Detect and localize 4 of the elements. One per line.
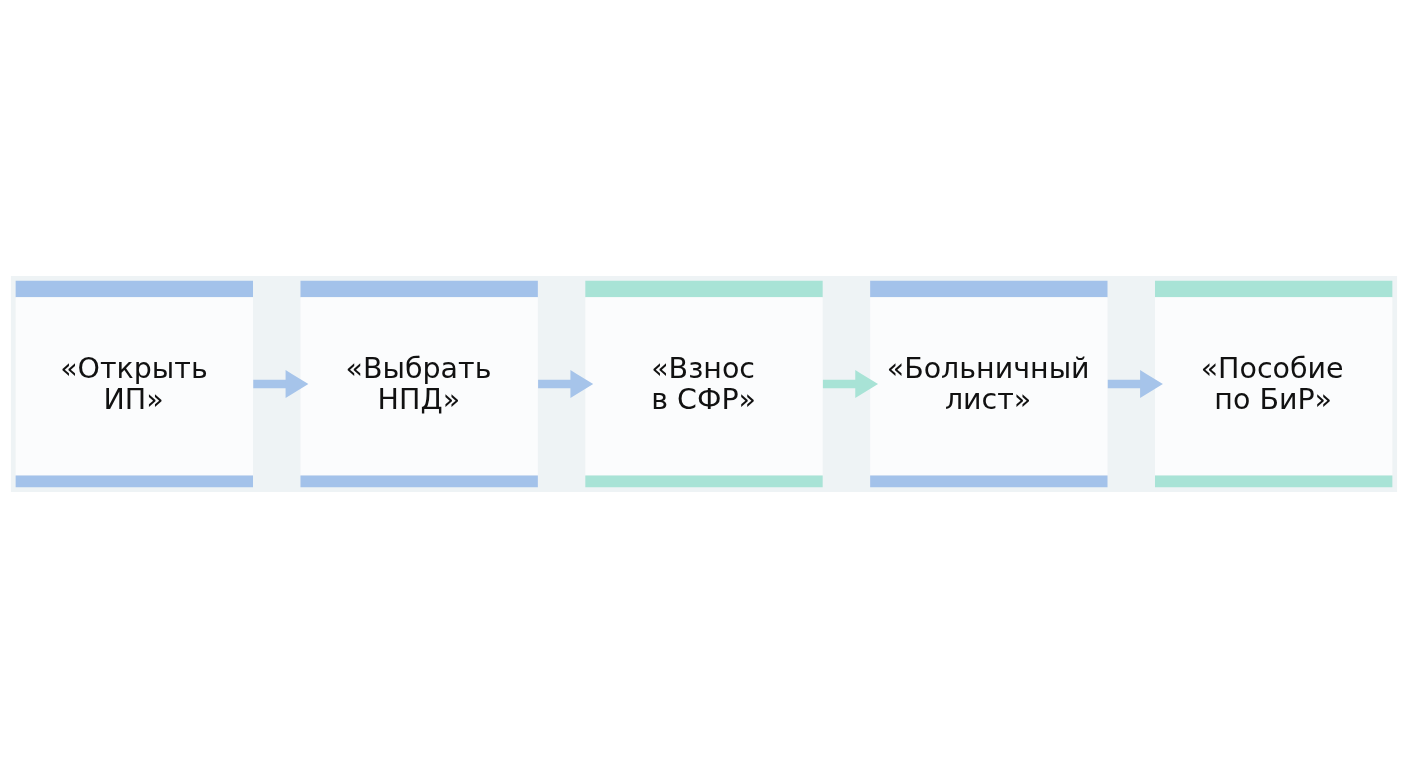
arrow — [538, 370, 594, 398]
arrow — [1107, 370, 1163, 398]
arrow — [253, 370, 309, 398]
arrow — [822, 370, 879, 398]
